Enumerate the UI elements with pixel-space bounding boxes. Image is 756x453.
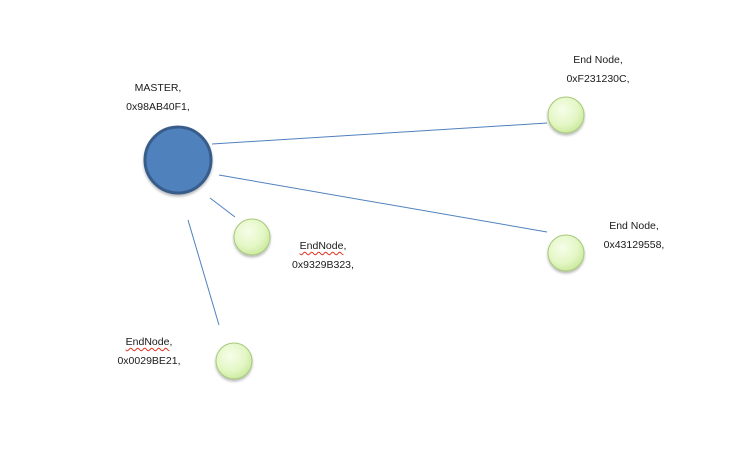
end-node-1[interactable] — [547, 96, 585, 134]
end-node-4[interactable] — [215, 342, 253, 380]
end-node-1-address: 0xF231230C, — [566, 73, 630, 85]
edge-master-node-3 — [209, 197, 236, 218]
end-node-1-label: End Node, 0xF231230C, — [558, 51, 638, 89]
end-node-3-name: EndNode, — [299, 240, 347, 252]
end-node-2-name: End Node, — [609, 220, 659, 232]
end-node-3-label: EndNode, 0x9329B323, — [283, 237, 363, 275]
end-node-2[interactable] — [547, 234, 585, 272]
edge-master-node-1 — [211, 122, 548, 145]
master-node[interactable] — [143, 125, 213, 195]
master-name: MASTER, — [134, 82, 182, 94]
end-node-1-name: End Node, — [573, 54, 623, 66]
end-node-4-label: EndNode, 0x0029BE21, — [109, 333, 189, 371]
edge-master-node-2 — [218, 174, 548, 233]
end-node-2-label: End Node, 0x43129558, — [594, 217, 674, 255]
edge-master-node-4 — [187, 219, 220, 326]
end-node-4-address: 0x0029BE21, — [117, 355, 181, 367]
end-node-3-address: 0x9329B323, — [292, 259, 354, 271]
master-address: 0x98AB40F1, — [126, 101, 190, 113]
master-label: MASTER, 0x98AB40F1, — [118, 79, 198, 117]
end-node-2-address: 0x43129558, — [603, 239, 665, 251]
end-node-3[interactable] — [233, 218, 271, 256]
end-node-4-name: EndNode, — [125, 336, 173, 348]
